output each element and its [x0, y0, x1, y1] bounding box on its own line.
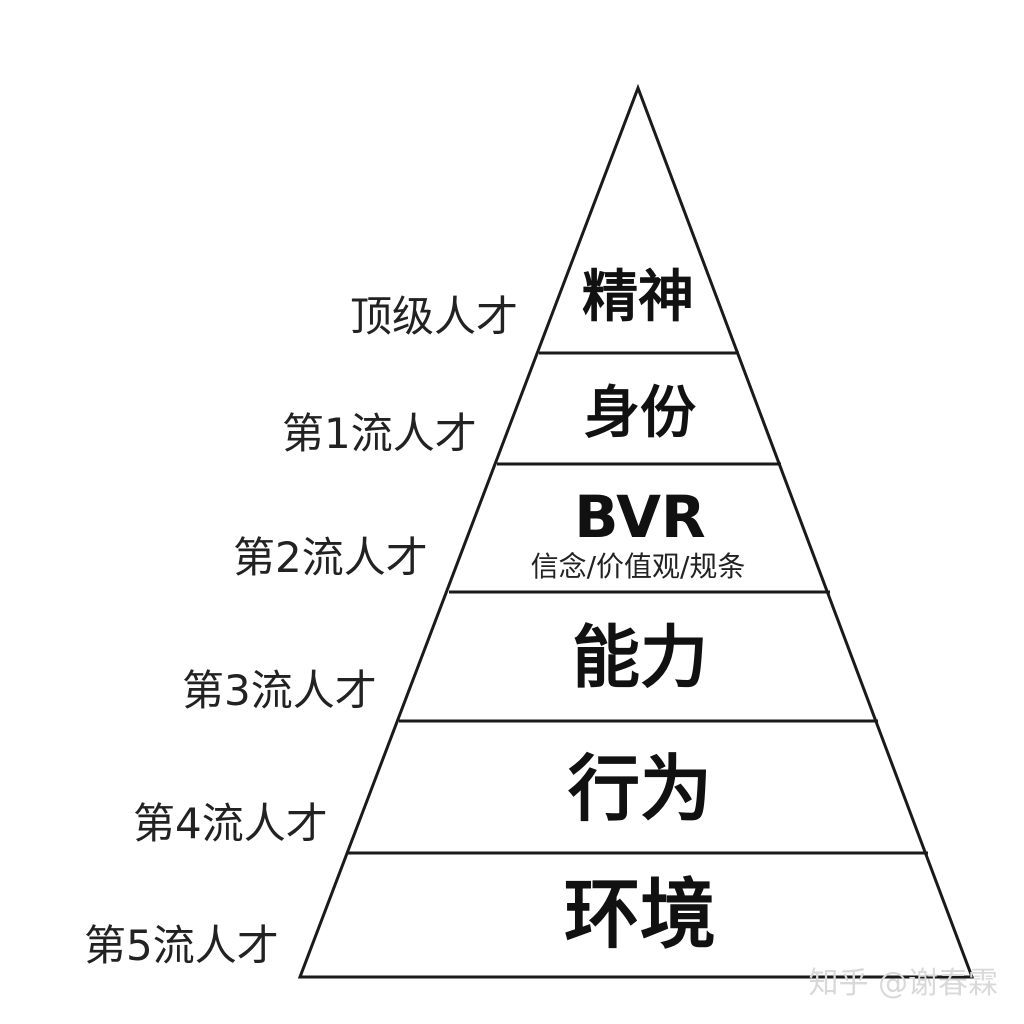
tier-title-spirit: 精神	[582, 265, 694, 330]
tier-title-behavior: 行为	[568, 747, 712, 831]
watermark-text: 知乎 @谢春霖	[808, 966, 998, 1001]
side-label-tier-3: 第3流人才	[182, 666, 377, 715]
tier-subtitle-bvr: 信念/价值观/规条	[531, 550, 746, 583]
side-label-top-talent: 顶级人才	[350, 292, 518, 341]
side-label-tier-2: 第2流人才	[233, 533, 428, 582]
tier-title-identity: 身份	[584, 381, 696, 446]
pyramid-outline	[297, 83, 975, 979]
tier-title-bvr: BVR	[574, 483, 705, 551]
side-label-tier-4: 第4流人才	[133, 799, 328, 848]
tier-title-ability: 能力	[572, 619, 708, 698]
tier-title-environment: 环境	[564, 870, 716, 959]
side-label-tier-1: 第1流人才	[282, 409, 477, 458]
side-label-tier-5: 第5流人才	[84, 921, 279, 970]
